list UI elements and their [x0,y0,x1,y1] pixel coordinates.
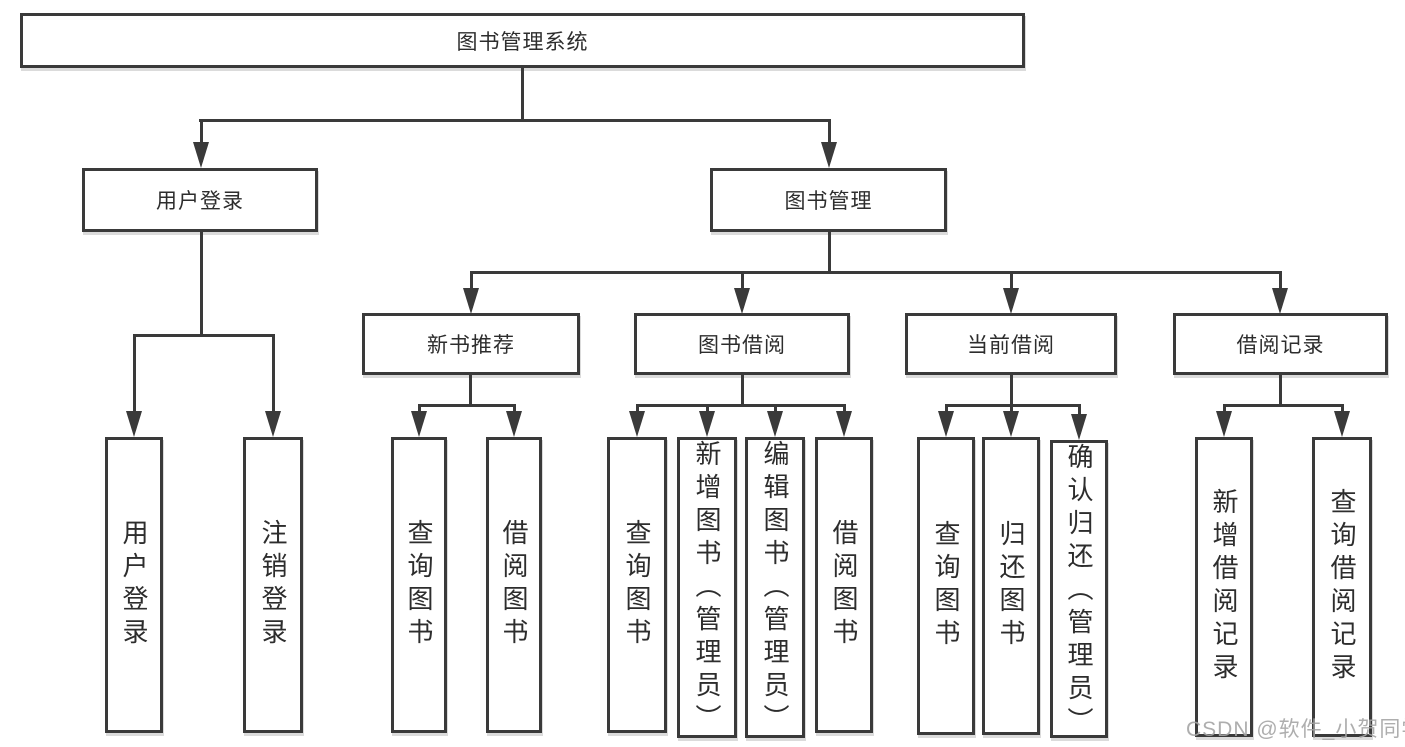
connector-root-stem [521,68,524,120]
arrow-to-br-add [1215,407,1233,437]
arrow-head-icon [505,411,522,437]
arrow-shaft [271,337,275,431]
connector-user-login-rail [132,334,275,337]
arrow-to-current-borrow [1002,274,1020,314]
arrow-head-icon [462,288,479,314]
leaf-br-add-record: 新增借阅记录 [1195,437,1253,737]
arrow-head-icon [1070,414,1087,440]
arrow-to-bb-query [628,407,646,437]
arrow-to-rec-query [410,407,428,437]
arrow-head-icon [766,411,783,437]
connector-borrow-record-stem [1278,375,1282,406]
arrow-to-br-query [1333,407,1351,437]
node-user-login-label: 用户登录 [156,190,244,213]
leaf-rec-query-books-label: 查询图书 [404,519,434,651]
arrow-head-icon [264,411,281,437]
arrow-to-bb-add [698,407,716,437]
connector-current-borrow-rail [944,404,1081,407]
leaf-cb-return-books: 归还图书 [982,437,1040,735]
node-current-borrow: 当前借阅 [905,313,1117,375]
leaf-bb-borrow-books-label: 借阅图书 [829,519,859,651]
connector-user-login-stem [199,232,203,335]
arrow-head-icon [1271,288,1288,314]
arrow-to-leaf-logout [264,337,282,437]
connector-book-mgmt-rail [469,271,1282,274]
arrow-to-user-login [192,122,210,168]
leaf-cb-return-books-label: 归还图书 [996,520,1026,652]
arrow-to-book-borrow [733,274,751,314]
node-new-book-rec-label: 新书推荐 [427,334,515,357]
leaf-logout-label: 注销登录 [258,519,288,651]
node-borrow-record: 借阅记录 [1173,313,1388,375]
leaf-logout: 注销登录 [243,437,303,733]
connector-book-borrow-rail [635,404,846,407]
arrow-head-icon [192,142,209,168]
arrow-head-icon [733,288,750,314]
arrow-head-icon [835,411,852,437]
leaf-bb-query-books-label: 查询图书 [622,519,652,651]
node-book-mgmt: 图书管理 [710,168,947,232]
connector-book-mgmt-stem [827,232,831,272]
arrow-to-leaf-login [125,337,143,437]
leaf-bb-borrow-books: 借阅图书 [815,437,873,733]
node-new-book-rec: 新书推荐 [362,313,580,375]
node-root-label: 图书管理系统 [456,30,589,54]
node-book-borrow-label: 图书借阅 [698,334,786,357]
arrow-head-icon [628,411,645,437]
leaf-rec-borrow-books-label: 借阅图书 [499,519,529,651]
arrow-head-icon [820,142,837,168]
connector-book-borrow-stem [740,375,744,406]
arrow-to-borrow-record [1271,274,1289,314]
leaf-user-login: 用户登录 [105,437,163,733]
arrow-to-bb-borrow [835,407,853,437]
leaf-br-query-record-label: 查询借阅记录 [1327,488,1357,686]
node-book-mgmt-label: 图书管理 [784,190,873,213]
arrow-shaft [132,337,136,431]
arrow-head-icon [1215,411,1232,437]
arrow-head-icon [1333,411,1350,437]
arrow-to-book-mgmt [820,122,838,168]
connector-borrow-record-rail [1222,404,1344,407]
arrow-head-icon [125,411,142,437]
node-current-borrow-label: 当前借阅 [967,334,1055,357]
leaf-bb-edit-books-admin-label: 编辑图书（管理员） [760,440,790,737]
leaf-cb-confirm-return-admin-label: 确认归还（管理员） [1064,443,1094,740]
arrow-head-icon [410,411,427,437]
arrow-head-icon [937,411,954,437]
leaf-br-query-record: 查询借阅记录 [1312,437,1372,737]
arrow-to-rec-borrow [505,407,523,437]
arrow-to-cb-return [1002,407,1020,437]
leaf-br-add-record-label: 新增借阅记录 [1209,488,1239,686]
leaf-rec-borrow-books: 借阅图书 [486,437,542,733]
leaf-cb-query-books: 查询图书 [917,437,975,735]
leaf-bb-add-books-admin: 新增图书（管理员） [677,437,737,738]
node-user-login: 用户登录 [82,168,318,232]
csdn-watermark: CSDN @软件_小贺同学 [1186,718,1405,741]
leaf-bb-edit-books-admin: 编辑图书（管理员） [745,437,805,738]
connector-root-rail [199,119,831,122]
leaf-bb-add-books-admin-label: 新增图书（管理员） [692,440,722,737]
leaf-user-login-label: 用户登录 [119,519,149,651]
arrow-head-icon [698,411,715,437]
arrow-head-icon [1002,288,1019,314]
node-root: 图书管理系统 [20,13,1025,68]
arrow-to-new-book-rec [462,274,480,314]
node-borrow-record-label: 借阅记录 [1236,334,1325,357]
leaf-cb-confirm-return-admin: 确认归还（管理员） [1050,440,1108,740]
arrow-to-cb-confirm [1070,407,1088,440]
arrow-to-cb-query [937,407,955,437]
connector-current-borrow-stem [1009,375,1013,406]
arrow-to-bb-edit [766,407,784,437]
connector-new-book-rec-stem [468,375,472,406]
leaf-cb-query-books-label: 查询图书 [931,520,961,652]
connector-new-book-rec-rail [417,404,516,407]
arrow-head-icon [1002,411,1019,437]
leaf-bb-query-books: 查询图书 [607,437,667,733]
node-book-borrow: 图书借阅 [634,313,850,375]
leaf-rec-query-books: 查询图书 [391,437,447,733]
